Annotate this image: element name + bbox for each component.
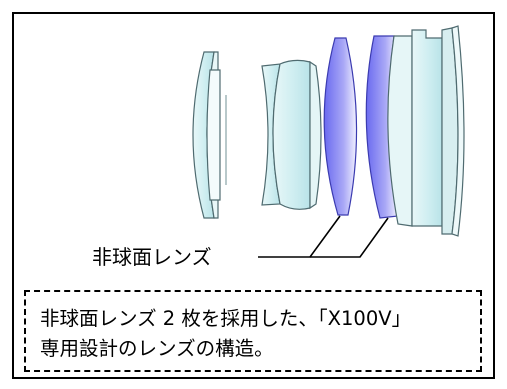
caption-line-1: 非球面レンズ 2 枚を採用した、「X100V」 xyxy=(40,307,412,330)
lens-element-2b xyxy=(272,59,311,210)
caption-line-2: 専用設計のレンズの構造。 xyxy=(40,337,274,360)
leader-lines xyxy=(258,215,389,258)
lens-element-r4 xyxy=(451,25,465,237)
caption-box: 非球面レンズ 2 枚を採用した、「X100V」 専用設計のレンズの構造。 xyxy=(24,290,482,372)
lens-group-rear xyxy=(387,25,465,237)
lens-element-r2 xyxy=(411,29,443,227)
lens-group-1 xyxy=(192,51,221,219)
lens-element-2c xyxy=(309,60,322,210)
aspheric-lens-1 xyxy=(323,37,358,216)
outer-frame xyxy=(12,12,495,379)
lens-element-r1 xyxy=(387,35,413,227)
lens-group-2 xyxy=(261,59,322,210)
leader-line-1 xyxy=(258,215,341,258)
leader-line-2 xyxy=(310,217,389,258)
aspheric-lens-label: 非球面レンズ xyxy=(92,245,212,269)
lens-element-1c xyxy=(206,69,221,201)
